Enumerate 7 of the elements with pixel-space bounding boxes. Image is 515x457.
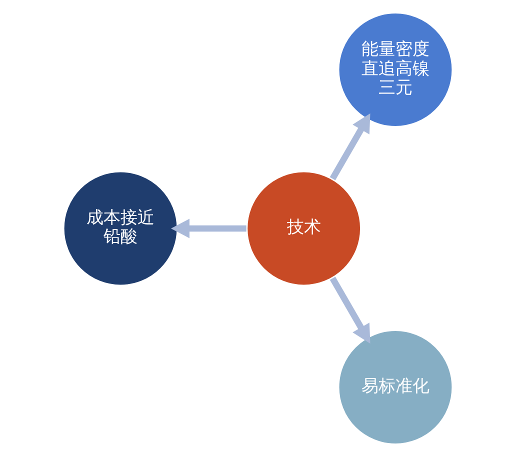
arrow [329, 276, 370, 344]
node-circle: 能量密度直追高镍三元 [336, 11, 454, 128]
arrow [170, 218, 246, 238]
node-circle: 成本接近铅酸 [62, 170, 178, 287]
arrow [329, 113, 370, 180]
node-circle: 技术 [244, 170, 362, 287]
node-circle: 易标准化 [336, 328, 454, 446]
